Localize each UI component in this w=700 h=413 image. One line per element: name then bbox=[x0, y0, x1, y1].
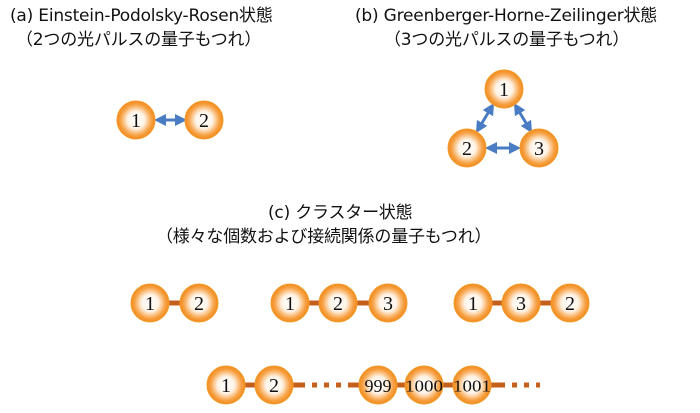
panel-b-subtitle: （3つの光パルスの量子もつれ） bbox=[384, 30, 630, 50]
node-label: 2 bbox=[565, 293, 575, 315]
cluster-1-node-2: 2 bbox=[179, 283, 219, 323]
node-label: 1 bbox=[131, 110, 141, 132]
node-label: 1 bbox=[468, 293, 478, 315]
node-circle bbox=[179, 283, 219, 323]
node-label: 1 bbox=[221, 375, 231, 397]
node-label: 1 bbox=[499, 79, 509, 101]
node-circle bbox=[184, 100, 224, 140]
node-circle bbox=[453, 283, 493, 323]
long-chain-node-999: 999 bbox=[358, 365, 398, 405]
node-label: 2 bbox=[199, 110, 209, 132]
cluster-2-node-1: 1 bbox=[270, 283, 310, 323]
long-chain-node-2: 2 bbox=[254, 365, 294, 405]
node-circle bbox=[484, 69, 524, 109]
cluster-2-node-2: 2 bbox=[318, 283, 358, 323]
panel-c-title: (c) クラスター状態 bbox=[268, 203, 413, 223]
node-label: 2 bbox=[269, 375, 279, 397]
node-circle bbox=[270, 283, 310, 323]
ghz-node-2: 2 bbox=[447, 128, 487, 168]
nodes-layer: 1 2 1 2 3 1 2 1 2 3 1 3 2 1 2 999 1000 1001 bbox=[116, 69, 590, 405]
node-circle bbox=[519, 128, 559, 168]
cluster-3-node-3: 3 bbox=[501, 283, 541, 323]
ghz-node-1: 1 bbox=[484, 69, 524, 109]
cluster-3-node-1: 1 bbox=[453, 283, 493, 323]
node-label: 3 bbox=[383, 293, 393, 315]
node-label: 999 bbox=[365, 376, 392, 396]
node-label: 3 bbox=[516, 293, 526, 315]
node-circle bbox=[254, 365, 294, 405]
node-label: 1 bbox=[145, 293, 155, 315]
epr-node-1: 1 bbox=[116, 100, 156, 140]
node-circle bbox=[358, 365, 398, 405]
entanglement-arrow-1-3 bbox=[513, 102, 533, 134]
node-label: 2 bbox=[333, 293, 343, 315]
node-circle bbox=[206, 365, 246, 405]
panel-c-subtitle: （様々な個数および接続関係の量子もつれ） bbox=[156, 227, 492, 247]
cluster-3-node-2: 2 bbox=[550, 283, 590, 323]
node-label: 1001 bbox=[453, 377, 491, 396]
node-label: 1 bbox=[285, 293, 295, 315]
node-label: 2 bbox=[194, 293, 204, 315]
node-circle bbox=[452, 365, 492, 405]
node-circle bbox=[368, 283, 408, 323]
node-circle bbox=[318, 283, 358, 323]
long-chain-node-1: 1 bbox=[206, 365, 246, 405]
links-layer bbox=[150, 102, 570, 388]
node-circle bbox=[130, 283, 170, 323]
entanglement-arrow-1-2 bbox=[475, 102, 495, 134]
epr-node-2: 2 bbox=[184, 100, 224, 140]
cluster-2-node-3: 3 bbox=[368, 283, 408, 323]
panel-a-subtitle: （2つの光パルスの量子もつれ） bbox=[16, 30, 262, 50]
panel-a-title: (a) Einstein-Podolsky-Rosen状態 bbox=[10, 6, 273, 26]
node-circle bbox=[116, 100, 156, 140]
panel-b-title: (b) Greenberger-Horne-Zeilinger状態 bbox=[355, 6, 658, 26]
node-label: 2 bbox=[462, 138, 472, 160]
long-chain-node-1001: 1001 bbox=[452, 365, 492, 405]
node-circle bbox=[404, 365, 444, 405]
node-circle bbox=[447, 128, 487, 168]
long-chain-node-1000: 1000 bbox=[404, 365, 444, 405]
node-circle bbox=[550, 283, 590, 323]
node-label: 1000 bbox=[405, 377, 443, 396]
cluster-1-node-1: 1 bbox=[130, 283, 170, 323]
node-circle bbox=[501, 283, 541, 323]
ghz-node-3: 3 bbox=[519, 128, 559, 168]
node-label: 3 bbox=[534, 138, 544, 160]
